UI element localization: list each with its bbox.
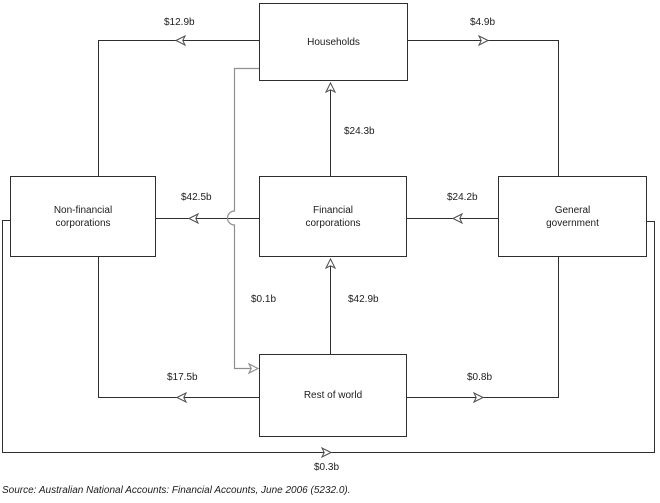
flow-line-rest-of-world-to-non-financial bbox=[98, 257, 259, 398]
arrowhead-left-42-5 bbox=[187, 212, 200, 225]
flow-value-rest-of-world-to-general-government: $0.8b bbox=[467, 372, 493, 383]
flow-value-rest-of-world-to-financial: $42.9b bbox=[348, 294, 379, 305]
arrowhead-up-42-9 bbox=[324, 257, 337, 270]
flow-line-households-to-general-government bbox=[408, 40, 559, 176]
flow-value-households-to-rest-of-world: $0.1b bbox=[251, 294, 277, 305]
node-general-government-label: General government bbox=[546, 204, 599, 229]
arrowhead-left-17-5 bbox=[175, 391, 188, 404]
flow-value-financial-to-non-financial: $42.5b bbox=[181, 192, 212, 203]
arrowhead-right-4-9 bbox=[477, 34, 490, 47]
flow-value-non-financial-to-general-government: $0.3b bbox=[314, 462, 340, 473]
node-non-financial-corporations: Non-financial corporations bbox=[10, 176, 156, 257]
node-rest-of-world-label: Rest of world bbox=[303, 390, 363, 401]
node-financial-corporations-label: Financial corporations bbox=[305, 204, 361, 229]
source-note: Source: Australian National Accounts: Fi… bbox=[2, 485, 351, 496]
flow-value-households-to-non-financial: $12.9b bbox=[164, 17, 195, 28]
node-households-label: Households bbox=[307, 36, 360, 48]
flow-line-rest-of-world-to-general-government bbox=[407, 257, 559, 398]
flow-value-financial-to-households: $24.3b bbox=[344, 126, 375, 137]
node-non-financial-corporations-label: Non-financial corporations bbox=[53, 204, 113, 229]
arrowhead-right-0-1 bbox=[247, 362, 260, 375]
flow-value-rest-of-world-to-non-financial: $17.5b bbox=[167, 372, 198, 383]
flow-line-households-to-rest-of-world bbox=[226, 67, 259, 370]
node-general-government: General government bbox=[498, 176, 647, 257]
flow-line-households-to-non-financial bbox=[98, 40, 259, 176]
node-financial-corporations: Financial corporations bbox=[259, 176, 407, 257]
flow-value-general-government-to-financial: $24.2b bbox=[447, 192, 478, 203]
arrowhead-left-12-9 bbox=[174, 34, 187, 47]
arrowhead-right-0-8 bbox=[472, 391, 485, 404]
arrowhead-up-24-3 bbox=[324, 81, 337, 94]
flow-value-households-to-general-government: $4.9b bbox=[470, 17, 496, 28]
arrowhead-left-24-2 bbox=[451, 212, 464, 225]
node-rest-of-world: Rest of world bbox=[259, 354, 407, 437]
arrowhead-right-0-3 bbox=[320, 446, 333, 459]
node-households: Households bbox=[259, 3, 408, 81]
